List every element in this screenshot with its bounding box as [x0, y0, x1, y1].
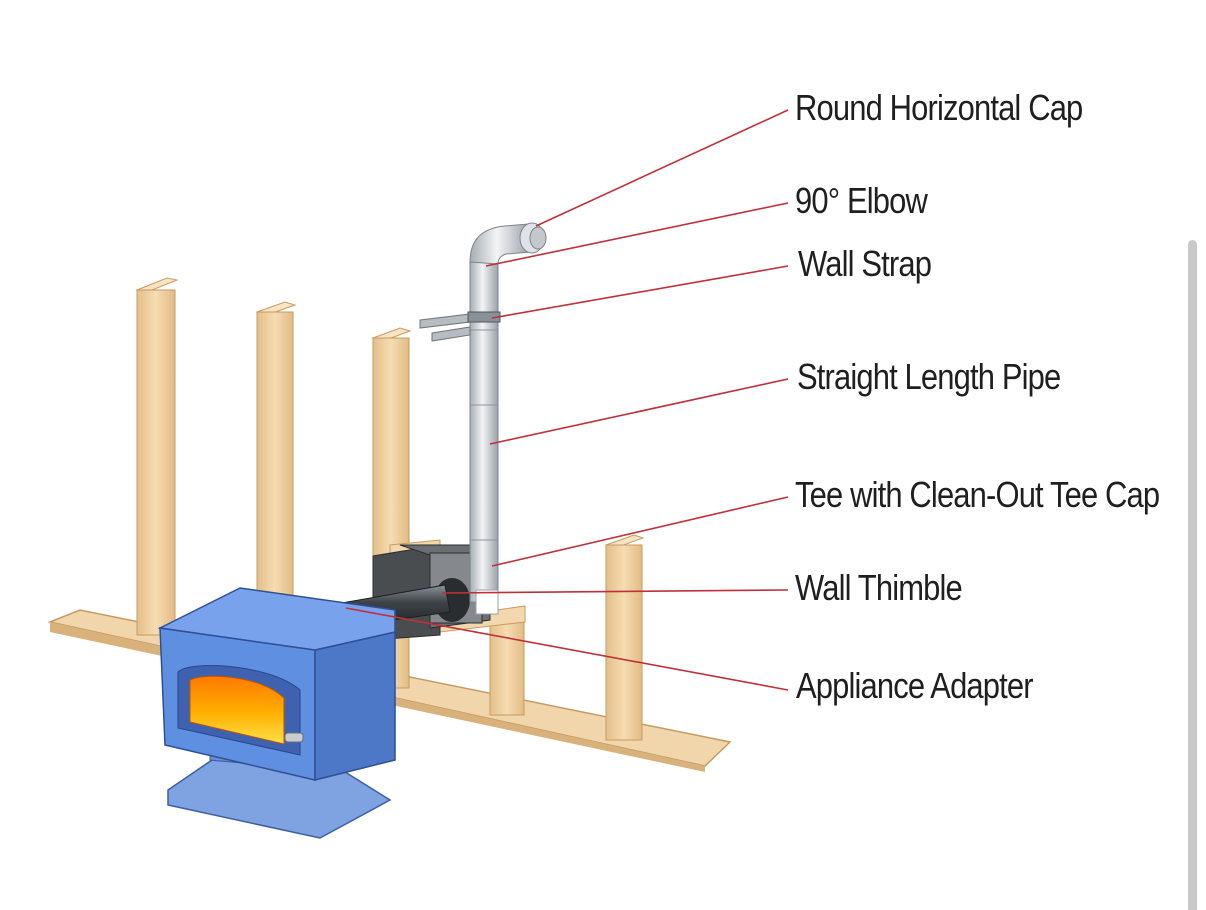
leader-wall-strap: [491, 265, 789, 319]
leader-round-horizontal-cap: [535, 109, 789, 227]
stud-4: [489, 609, 525, 716]
label-90-elbow: 90° Elbow: [795, 180, 928, 221]
leader-tee-clean-out: [491, 496, 789, 567]
vertical-scrollbar[interactable]: [1188, 240, 1197, 910]
stud-5: [604, 534, 645, 741]
stud-2: [255, 301, 297, 603]
leader-wall-thimble: [441, 589, 789, 594]
leader-appliance-adapter: [345, 607, 789, 691]
label-tee-clean-out-tee-cap: Tee with Clean-Out Tee Cap: [795, 474, 1160, 515]
stud-1: [135, 277, 179, 636]
label-straight-length-pipe: Straight Length Pipe: [797, 356, 1061, 397]
label-wall-thimble: Wall Thimble: [795, 567, 963, 608]
wood-stove-icon: [157, 587, 396, 839]
label-appliance-adapter: Appliance Adapter: [796, 665, 1034, 706]
leader-straight-length-pipe: [489, 378, 789, 445]
label-round-horizontal-cap: Round Horizontal Cap: [795, 87, 1083, 128]
wall-strap: [419, 311, 501, 342]
leader-lines: [345, 109, 789, 691]
label-wall-strap: Wall Strap: [798, 243, 932, 284]
leader-90-elbow: [485, 202, 789, 267]
